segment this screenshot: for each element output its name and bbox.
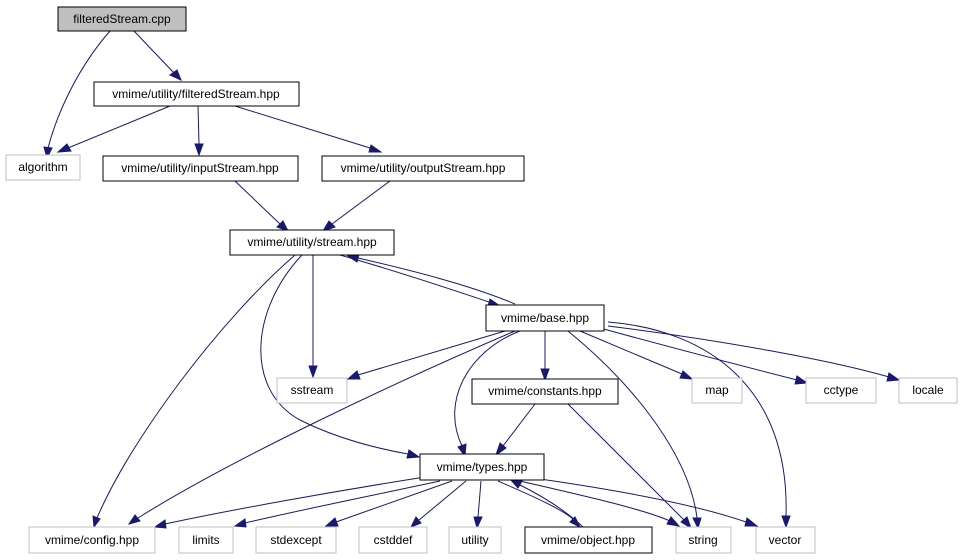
- node-label: vmime/object.hpp: [541, 533, 635, 547]
- edge-stream-to-sstream: [308, 255, 318, 379]
- node-label: vmime/utility/stream.hpp: [247, 235, 377, 249]
- node-sstream[interactable]: sstream: [276, 377, 348, 404]
- edge-base-to-config: [127, 330, 516, 525]
- node-label: vmime/constants.hpp: [488, 384, 602, 398]
- node-base-hpp[interactable]: vmime/base.hpp: [485, 304, 605, 332]
- node-inputstream-hpp[interactable]: vmime/utility/inputStream.hpp: [102, 155, 299, 182]
- node-label: algorithm: [18, 160, 67, 174]
- edge-types-to-limits: [233, 480, 441, 528]
- edge-constants-to-types: [495, 403, 536, 457]
- edge-types-to-config: [153, 476, 426, 529]
- edge-base-to-types: [454, 330, 521, 458]
- edge-outputstream-to-stream: [321, 180, 391, 232]
- edge-cpp-to-algorithm: [43, 30, 111, 160]
- node-string[interactable]: string: [675, 526, 732, 554]
- edge-base-to-sstream: [346, 330, 506, 380]
- edge-base-to-locale: [607, 325, 901, 382]
- node-label: vmime/utility/outputStream.hpp: [341, 161, 506, 175]
- node-filteredstream-hpp[interactable]: vmime/utility/filteredStream.hpp: [93, 81, 300, 107]
- node-label: filteredStream.cpp: [73, 12, 171, 26]
- node-constants-hpp[interactable]: vmime/constants.hpp: [471, 378, 619, 405]
- node-utility[interactable]: utility: [448, 526, 502, 554]
- edge-types-to-utility: [473, 480, 483, 530]
- node-cctype[interactable]: cctype: [805, 377, 877, 404]
- edge-base-to-string: [567, 330, 702, 530]
- edge-filteredstream-to-outputstream: [234, 105, 383, 153]
- node-cstddef[interactable]: cstddef: [358, 526, 428, 554]
- node-label: string: [688, 533, 717, 547]
- node-label: vmime/types.hpp: [437, 460, 528, 474]
- node-config-hpp[interactable]: vmime/config.hpp: [28, 526, 156, 554]
- node-locale[interactable]: locale: [898, 377, 958, 404]
- node-stdexcept[interactable]: stdexcept: [255, 526, 337, 554]
- node-label: vmime/utility/inputStream.hpp: [121, 161, 279, 175]
- node-map[interactable]: map: [691, 377, 743, 404]
- node-filteredstream-cpp[interactable]: filteredStream.cpp: [57, 6, 187, 32]
- node-label: stdexcept: [270, 533, 322, 547]
- edge-base-to-constants: [540, 331, 550, 382]
- edge-types-to-stdexcept: [324, 480, 453, 527]
- node-label: map: [705, 383, 729, 397]
- node-vector[interactable]: vector: [755, 526, 816, 554]
- node-label: vector: [769, 533, 802, 547]
- node-label: sstream: [291, 383, 334, 397]
- node-object-hpp[interactable]: vmime/object.hpp: [524, 526, 653, 554]
- node-stream-hpp[interactable]: vmime/utility/stream.hpp: [229, 229, 395, 256]
- node-label: cstddef: [374, 533, 413, 547]
- node-label: vmime/config.hpp: [45, 533, 139, 547]
- node-algorithm[interactable]: algorithm: [5, 154, 81, 181]
- node-label: vmime/base.hpp: [501, 311, 589, 325]
- edge-types-to-cstddef: [409, 480, 467, 528]
- edge-inputstream-to-stream: [234, 180, 290, 232]
- node-limits[interactable]: limits: [178, 526, 234, 554]
- edge-filteredstream-to-inputstream: [194, 105, 204, 157]
- edge-types-to-vector: [539, 478, 759, 527]
- node-label: locale: [912, 383, 944, 397]
- node-label: limits: [192, 533, 219, 547]
- node-outputstream-hpp[interactable]: vmime/utility/outputStream.hpp: [321, 155, 525, 182]
- edge-base-to-map: [579, 330, 694, 380]
- edge-stream-to-config: [92, 254, 296, 529]
- edge-types-to-string: [519, 480, 681, 527]
- edge-object-to-types: [508, 478, 584, 528]
- node-types-hpp[interactable]: vmime/types.hpp: [419, 453, 545, 481]
- edge-constants-to-string: [567, 403, 692, 530]
- edge-types-to-object: [497, 480, 582, 529]
- edge-base-to-stream: [346, 253, 516, 305]
- edge-stream-to-base: [339, 254, 502, 307]
- edge-cpp-to-filteredstream-hpp: [133, 30, 182, 81]
- node-label: utility: [461, 533, 488, 547]
- edge-stream-to-types: [260, 254, 421, 459]
- edge-base-to-vector: [607, 321, 791, 529]
- node-label: cctype: [824, 383, 859, 397]
- edge-base-to-cctype: [599, 327, 809, 385]
- edge-filteredstream-to-algorithm: [56, 105, 171, 153]
- node-label: vmime/utility/filteredStream.hpp: [112, 87, 280, 101]
